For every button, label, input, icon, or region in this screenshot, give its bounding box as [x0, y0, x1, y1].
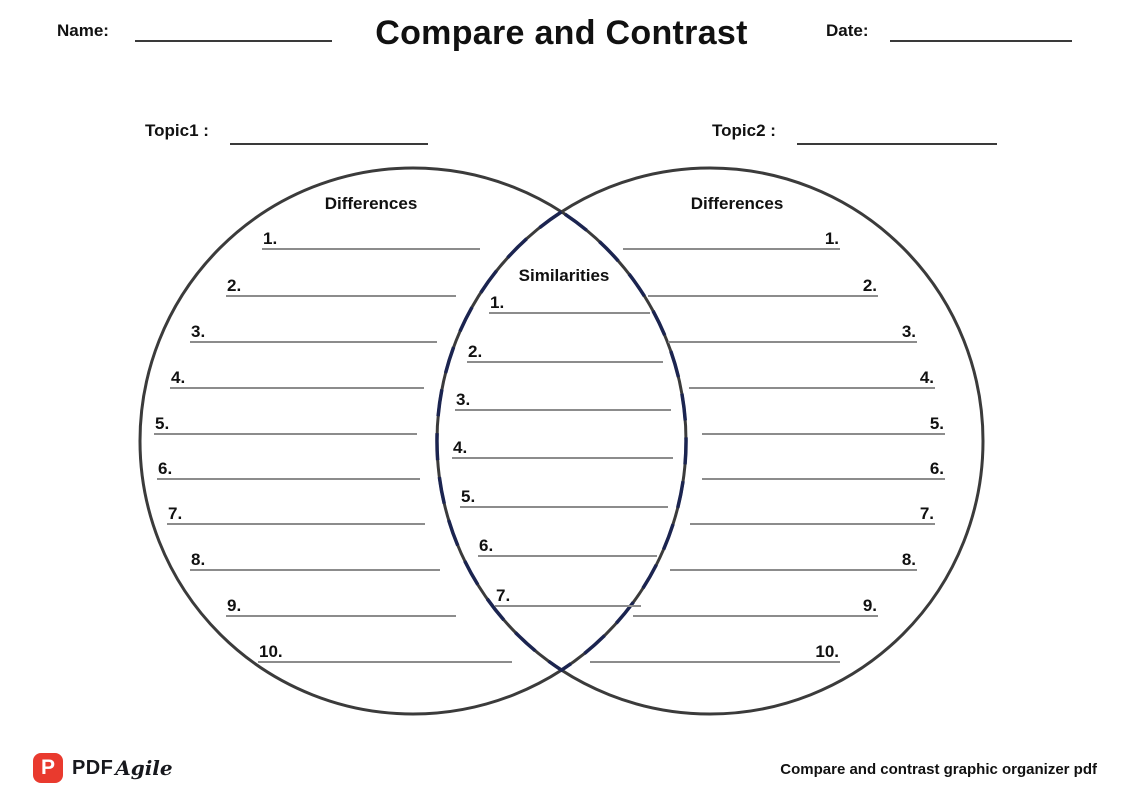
similarity-blank-number: 6. — [479, 536, 494, 555]
brand-pdf-text: PDF — [72, 756, 114, 779]
left-difference-blank-number: 10. — [259, 642, 283, 661]
left-difference-blank-6[interactable]: 6. — [157, 455, 420, 480]
left-difference-blank-1[interactable]: 1. — [262, 225, 480, 250]
similarity-blank-number: 4. — [453, 438, 468, 457]
left-difference-blank-number: 4. — [171, 368, 186, 387]
left-difference-blank-7[interactable]: 7. — [167, 500, 425, 525]
left-difference-blank-4[interactable]: 4. — [170, 364, 424, 389]
right-difference-blank-4[interactable]: 4. — [689, 364, 935, 389]
right-difference-blank-5[interactable]: 5. — [702, 410, 945, 435]
right-differences-heading: Differences — [690, 194, 784, 213]
name-label: Name: — [57, 21, 109, 40]
similarity-blank-7[interactable]: 7. — [495, 582, 641, 607]
right-difference-blank-number: 7. — [919, 504, 934, 523]
right-difference-blank-number: 8. — [901, 550, 916, 569]
right-difference-blank-number: 2. — [862, 276, 877, 295]
left-differences-heading: Differences — [324, 194, 418, 213]
right-difference-blank-3[interactable]: 3. — [668, 318, 917, 343]
right-difference-blank-2[interactable]: 2. — [648, 272, 878, 297]
right-difference-blank-number: 10. — [815, 642, 839, 661]
right-difference-blank-7[interactable]: 7. — [690, 500, 935, 525]
similarity-blank-number: 1. — [490, 293, 505, 312]
left-difference-blank-5[interactable]: 5. — [154, 410, 417, 435]
topic1-input-line[interactable] — [230, 123, 428, 145]
similarity-blank-6[interactable]: 6. — [478, 532, 657, 557]
left-difference-blank-10[interactable]: 10. — [258, 638, 512, 663]
left-difference-blank-number: 3. — [191, 322, 206, 341]
footer-caption: Compare and contrast graphic organizer p… — [780, 761, 1097, 778]
left-difference-blank-number: 9. — [227, 596, 242, 615]
left-difference-blank-number: 8. — [191, 550, 206, 569]
right-difference-blank-number: 6. — [929, 459, 944, 478]
left-difference-blank-number: 7. — [168, 504, 183, 523]
pdfagile-logo-icon: P — [33, 753, 63, 783]
date-label: Date: — [826, 21, 869, 40]
right-difference-blank-number: 3. — [901, 322, 916, 341]
topic2-input-line[interactable] — [797, 123, 997, 145]
date-input-line[interactable] — [890, 20, 1072, 42]
right-difference-blank-6[interactable]: 6. — [702, 455, 945, 480]
left-difference-blank-9[interactable]: 9. — [226, 592, 456, 617]
right-difference-blank-number: 4. — [919, 368, 934, 387]
right-difference-blank-1[interactable]: 1. — [623, 225, 840, 250]
left-difference-blank-8[interactable]: 8. — [190, 546, 440, 571]
similarity-blank-number: 2. — [468, 342, 483, 361]
similarity-blank-number: 7. — [496, 586, 511, 605]
topic1-label: Topic1 : — [145, 121, 209, 140]
similarity-blank-number: 3. — [456, 390, 471, 409]
similarity-blank-4[interactable]: 4. — [452, 434, 673, 459]
right-difference-blank-9[interactable]: 9. — [633, 592, 878, 617]
left-difference-blank-number: 1. — [263, 229, 278, 248]
right-difference-blank-number: 9. — [862, 596, 877, 615]
brand-agile-text: Agile — [115, 756, 173, 780]
left-difference-blank-number: 2. — [227, 276, 242, 295]
similarity-blank-3[interactable]: 3. — [455, 386, 671, 411]
right-difference-blank-8[interactable]: 8. — [670, 546, 917, 571]
left-difference-blank-2[interactable]: 2. — [226, 272, 456, 297]
topic2-label: Topic2 : — [712, 121, 776, 140]
similarity-blank-number: 5. — [461, 487, 476, 506]
right-difference-blank-number: 1. — [824, 229, 839, 248]
similarity-blank-1[interactable]: 1. — [489, 289, 650, 314]
page-title: Compare and Contrast — [375, 14, 748, 52]
similarities-heading: Similarities — [518, 266, 610, 285]
right-difference-blank-10[interactable]: 10. — [590, 638, 840, 663]
left-difference-blank-3[interactable]: 3. — [190, 318, 437, 343]
pdfagile-logo: P PDF Agile — [33, 753, 173, 783]
similarity-blank-2[interactable]: 2. — [467, 338, 663, 363]
name-input-line[interactable] — [135, 20, 332, 42]
left-difference-blank-number: 6. — [158, 459, 173, 478]
left-difference-blank-number: 5. — [155, 414, 170, 433]
similarity-blank-5[interactable]: 5. — [460, 483, 668, 508]
right-difference-blank-number: 5. — [929, 414, 944, 433]
